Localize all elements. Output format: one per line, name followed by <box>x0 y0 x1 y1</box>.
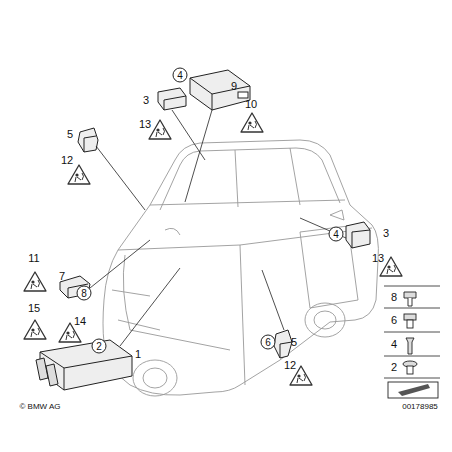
callout-number: 7 <box>59 271 65 282</box>
callout-circle: 8 <box>77 286 92 301</box>
callout-number: 5 <box>67 129 73 140</box>
callout-number: 6 <box>391 315 397 326</box>
callout-circle: 2 <box>92 339 107 354</box>
callout-number: 4 <box>177 70 183 80</box>
callout-number: 6 <box>265 337 271 347</box>
callout-circle: 4 <box>173 68 188 83</box>
callout-number: 8 <box>81 288 87 298</box>
callout-number: 13 <box>372 253 384 264</box>
callout-number: 15 <box>28 303 40 314</box>
callout-circle: 4 <box>329 227 344 242</box>
callout-number: 2 <box>96 341 102 351</box>
callout-number: 14 <box>74 316 86 327</box>
callout-number: 5 <box>291 337 297 348</box>
callout-number: 3 <box>143 95 149 106</box>
callout-number: 4 <box>333 229 339 239</box>
callout-number: 9 <box>231 81 237 92</box>
callout-number: 11 <box>28 253 39 264</box>
callout-number: 4 <box>391 339 397 350</box>
callout-number: 2 <box>391 362 397 373</box>
callout-number: 10 <box>245 99 257 110</box>
callout-number: 12 <box>284 360 296 371</box>
callout-number: 12 <box>61 155 73 166</box>
copyright-note: © BMW AG <box>19 403 60 411</box>
callout-number: 13 <box>139 119 151 130</box>
callout-number: 8 <box>391 292 397 303</box>
callout-number: 1 <box>135 349 141 360</box>
callout-number: 3 <box>383 228 389 239</box>
callout-circle: 6 <box>261 335 276 350</box>
copyright-note: 00178985 <box>402 403 438 411</box>
